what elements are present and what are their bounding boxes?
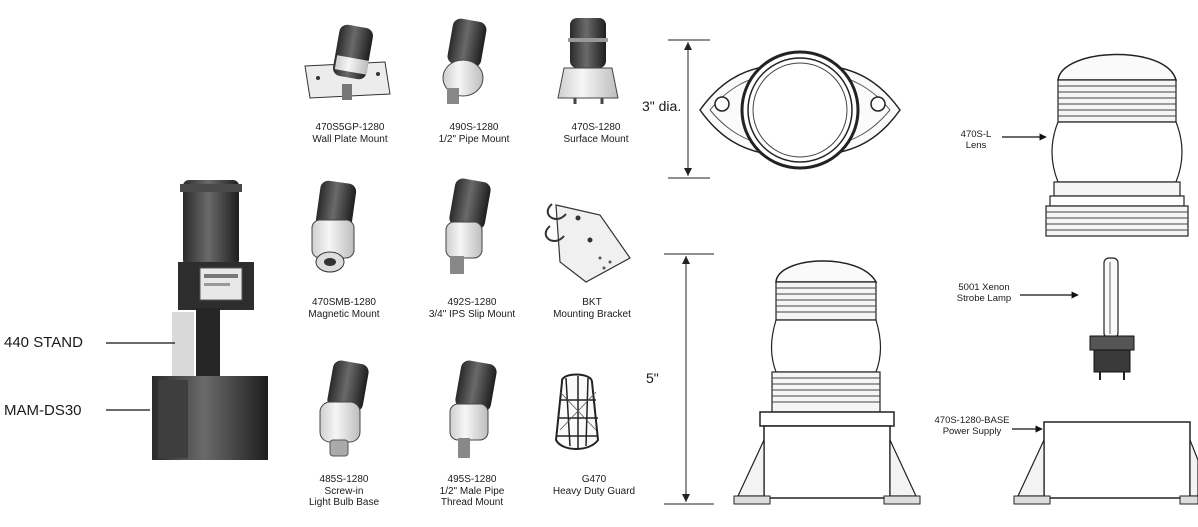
mount-caption: BKT Mounting Bracket: [540, 297, 644, 320]
magnetic-mount-icon: [311, 180, 357, 273]
part-number: 495S-1280: [447, 474, 497, 485]
stand-photo: [152, 180, 268, 460]
lamp-desc: Strobe Lamp: [956, 292, 1012, 304]
xenon-lamp-drawing: [1089, 257, 1135, 380]
heavy-duty-guard-icon: [554, 373, 600, 450]
lens-part: 470S-L: [960, 129, 992, 140]
part-number: 490S-1280: [449, 122, 499, 133]
lamp-label: 5001 Xenon Strobe Lamp: [948, 282, 1020, 305]
part-description: Wall Plate Mount: [312, 133, 388, 145]
part-description: Magnetic Mount: [308, 308, 380, 320]
slip-mount-icon: [445, 178, 491, 274]
part-description: Screw-in: [324, 485, 364, 497]
base-label: 470S-1280-BASE Power Supply: [930, 415, 1014, 438]
mount-caption: 485S-1280 Screw-in Light Bulb Base: [296, 474, 392, 509]
base-part: 470S-1280-BASE: [934, 415, 1010, 426]
top-view-drawing: [699, 50, 901, 170]
base-desc: Power Supply: [942, 425, 1002, 437]
side-view-drawing: [733, 260, 921, 505]
diameter-dimension: 3" dia.: [642, 98, 682, 114]
part-description: 1/2" Pipe Mount: [438, 133, 510, 145]
part-description: Heavy Duty Guard: [552, 485, 636, 497]
power-supply-drawing: [1013, 421, 1198, 505]
pipe-mount-icon: [442, 18, 487, 104]
part-number: 470S-1280: [571, 122, 621, 133]
part-number: 470S5GP-1280: [315, 122, 385, 133]
mount-label: MAM-DS30: [4, 402, 82, 419]
part-description: Thread Mount: [440, 497, 504, 508]
lens-desc: Lens: [965, 139, 987, 151]
surface-mount-icon: [557, 18, 619, 104]
mount-caption: 470S-1280 Surface Mount: [550, 122, 642, 145]
wall-plate-mount-icon: [304, 24, 391, 100]
part-number: G470: [581, 474, 607, 485]
stand-label: 440 STAND: [4, 334, 83, 351]
mount-caption: 492S-1280 3/4" IPS Slip Mount: [418, 297, 526, 320]
part-description: 1/2" Male Pipe: [439, 485, 505, 497]
part-description: 3/4" IPS Slip Mount: [428, 308, 516, 320]
mounting-bracket-icon: [544, 203, 631, 283]
mount-caption: G470 Heavy Duty Guard: [542, 474, 646, 497]
mount-caption: 470SMB-1280 Magnetic Mount: [294, 297, 394, 320]
lens-label: 470S-L Lens: [950, 129, 1002, 152]
part-number: 470SMB-1280: [312, 297, 376, 308]
part-number: 492S-1280: [447, 297, 497, 308]
male-pipe-thread-icon: [449, 360, 497, 458]
screw-in-base-icon: [319, 360, 369, 457]
mount-caption: 490S-1280 1/2" Pipe Mount: [428, 122, 520, 145]
height-dimension: 5": [646, 370, 659, 386]
part-number: BKT: [582, 297, 602, 308]
mount-caption: 470S5GP-1280 Wall Plate Mount: [304, 122, 396, 145]
part-description: Surface Mount: [563, 133, 629, 145]
part-description: Mounting Bracket: [553, 308, 631, 320]
mount-caption: 495S-1280 1/2" Male Pipe Thread Mount: [424, 474, 520, 509]
lens-drawing: [1045, 53, 1189, 237]
part-description: Light Bulb Base: [308, 497, 380, 508]
part-number: 485S-1280: [319, 474, 369, 485]
lamp-part: 5001 Xenon: [958, 282, 1010, 293]
